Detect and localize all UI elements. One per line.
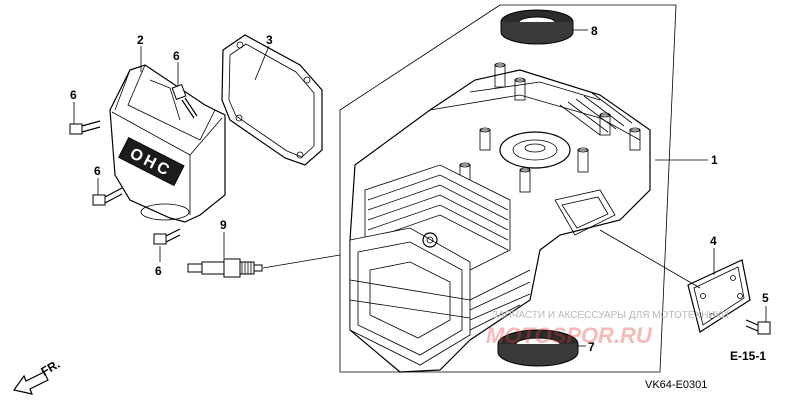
callout-9: 9 (220, 218, 227, 232)
callout-numbers: 8 1 2 3 6 6 6 6 9 4 5 7 (70, 24, 769, 354)
crankcase (349, 62, 651, 373)
head-cover-gasket (221, 34, 323, 166)
callout-4: 4 (710, 234, 717, 248)
callout-5: 5 (762, 291, 769, 305)
callout-8: 8 (591, 24, 598, 38)
section-reference: E-15-1 (730, 349, 766, 363)
watermark-caption: ЗАПЧАСТИ И АКСЕССУАРЫ ДЛЯ МОТОТЕХНИКИ (492, 310, 729, 321)
watermark: ЗАПЧАСТИ И АКСЕССУАРЫ ДЛЯ МОТОТЕХНИКИ MO… (486, 310, 729, 348)
spark-plug (187, 258, 263, 278)
callout-2: 2 (137, 33, 144, 47)
drawing-code: VK64-E0301 (645, 379, 707, 391)
bolt-5 (745, 319, 771, 335)
bolt-6-left (69, 120, 101, 135)
assembly-frame (339, 4, 677, 373)
callout-6-middle: 6 (94, 164, 101, 178)
callout-7: 7 (588, 340, 595, 354)
head-cover: OHC (109, 64, 226, 223)
watermark-logo: MOTOSPOR.RU (486, 323, 653, 348)
callout-1: 1 (711, 153, 718, 167)
callout-6-bottom: 6 (155, 264, 162, 278)
callout-6-top: 6 (173, 49, 180, 63)
oil-seal-bottom (497, 329, 579, 367)
front-marker: FR. (12, 357, 62, 395)
breather-cover (687, 259, 751, 333)
leader-lines (73, 29, 767, 347)
callout-6-left: 6 (70, 88, 77, 102)
oil-seal-top (500, 9, 574, 45)
bolt-6-bottom (153, 228, 181, 245)
bolt-6-top (171, 84, 198, 119)
callout-3: 3 (266, 33, 273, 47)
bolt-6-middle (92, 187, 123, 206)
